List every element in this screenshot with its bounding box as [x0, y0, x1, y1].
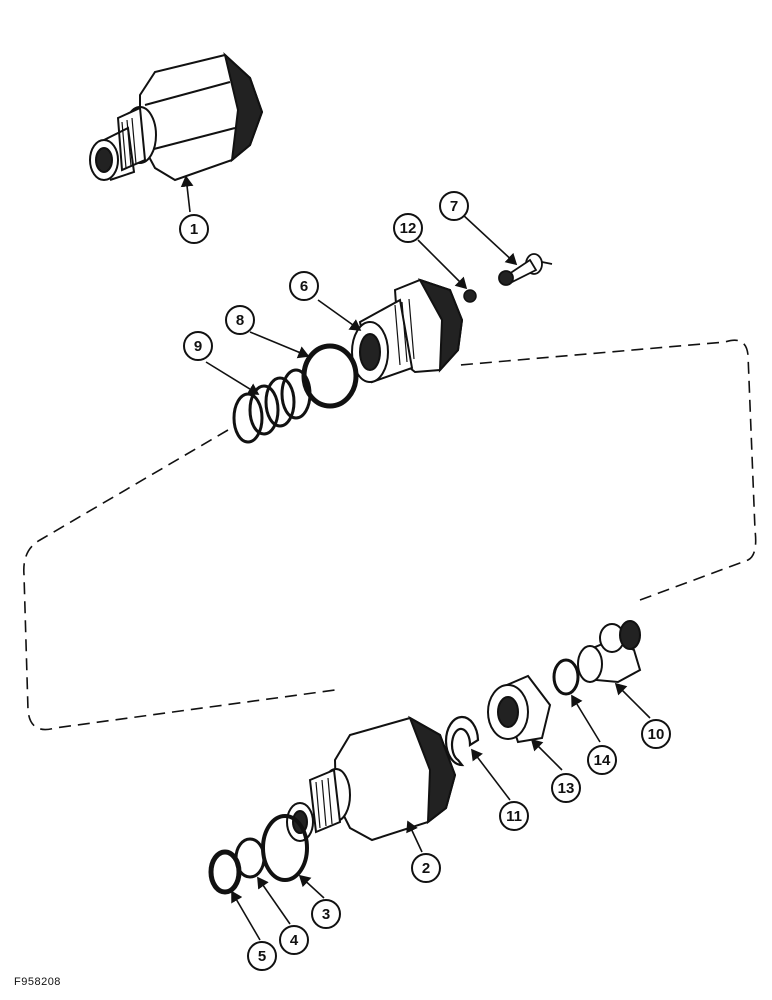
callout-7: 7: [439, 191, 469, 221]
callouts: 1 2 3 4 5 6 7 8 9 10 11 12 13 14: [179, 191, 671, 971]
svg-text:14: 14: [594, 752, 611, 769]
callout-8: 8: [225, 305, 255, 335]
callout-5: 5: [247, 941, 277, 971]
callout-12: 12: [393, 213, 423, 243]
assembly-dashed-line: [23, 339, 757, 731]
callout-1: 1: [179, 214, 209, 244]
part-8-o-ring: [301, 343, 359, 409]
callout-2: 2: [411, 853, 441, 883]
figure-code: F958208: [14, 976, 61, 988]
svg-text:11: 11: [506, 808, 522, 825]
svg-text:13: 13: [558, 780, 575, 797]
part-2-valve-body: [286, 715, 457, 842]
part-9-spring: [232, 368, 312, 444]
svg-text:3: 3: [322, 906, 330, 923]
part-10-plunger: [577, 620, 642, 684]
part-5-backup-ring: [208, 849, 242, 895]
callout-9: 9: [183, 331, 213, 361]
part-14-o-ring: [552, 658, 580, 696]
svg-text:6: 6: [300, 278, 308, 295]
part-7-pin: [498, 253, 553, 286]
callout-13: 13: [551, 773, 581, 803]
callout-3: 3: [311, 899, 341, 929]
part-11-snap-ring: [444, 715, 480, 767]
part-12-washer: [463, 289, 477, 303]
svg-text:5: 5: [258, 948, 266, 965]
leader-lines: [180, 175, 651, 941]
part-6-adapter-nut: [351, 278, 464, 384]
svg-text:7: 7: [450, 198, 458, 215]
svg-text:10: 10: [648, 726, 665, 743]
callout-10: 10: [641, 719, 671, 749]
svg-text:1: 1: [190, 221, 198, 238]
svg-text:4: 4: [290, 932, 299, 949]
part-1-valve-body: [89, 52, 264, 182]
callout-11: 11: [499, 801, 529, 831]
svg-text:12: 12: [400, 220, 417, 237]
part-13-sleeve: [487, 674, 552, 744]
callout-6: 6: [289, 271, 319, 301]
part-3-o-ring: [261, 814, 309, 882]
svg-text:2: 2: [422, 860, 430, 877]
callout-4: 4: [279, 925, 309, 955]
svg-text:8: 8: [236, 312, 244, 329]
callout-14: 14: [587, 745, 617, 775]
svg-text:9: 9: [194, 338, 202, 355]
